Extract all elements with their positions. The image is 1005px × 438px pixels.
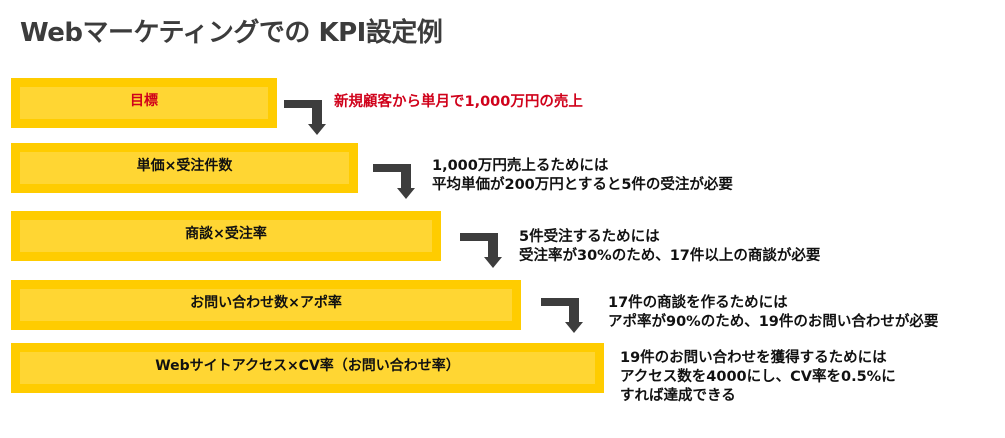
- arrow-down-right-icon: [373, 164, 415, 199]
- step-description: 17件の商談を作るためには アポ率が90%のため、19件のお問い合わせが必要: [608, 294, 938, 332]
- box-inner: [20, 289, 512, 321]
- step-label: 商談×受注率: [185, 226, 267, 242]
- kpi-step-goal: 目標: [11, 78, 277, 128]
- description-line: 新規顧客から単月で1,000万円の売上: [334, 94, 583, 110]
- box-inner: [20, 352, 595, 384]
- description-line: 17件の商談を作るためには: [608, 295, 788, 311]
- step-label: Webサイトアクセス×CV率（お問い合わせ率）: [155, 358, 460, 374]
- box-inner: [20, 152, 349, 184]
- kpi-step-negotiation: 商談×受注率: [11, 211, 441, 261]
- step-description: 新規顧客から単月で1,000万円の売上: [334, 93, 583, 112]
- description-line: すれば達成できる: [620, 388, 736, 404]
- kpi-step-unit-price: 単価×受注件数: [11, 143, 358, 193]
- box-inner: [20, 220, 432, 252]
- step-description: 5件受注するためには 受注率が30%のため、17件以上の商談が必要: [519, 228, 820, 266]
- arrow-down-right-icon: [460, 233, 502, 268]
- arrow-down-right-icon: [541, 298, 583, 333]
- step-label: 単価×受注件数: [136, 158, 233, 174]
- description-line: 1,000万円売上るためには: [432, 158, 609, 174]
- description-line: アポ率が90%のため、19件のお問い合わせが必要: [608, 314, 939, 330]
- page-title: Webマーケティングでの KPI設定例: [20, 18, 443, 48]
- step-description: 1,000万円売上るためには 平均単価が200万円とすると5件の受注が必要: [432, 157, 733, 195]
- description-line: 19件のお問い合わせを獲得するためには: [620, 350, 887, 366]
- description-line: 5件受注するためには: [519, 229, 660, 245]
- description-line: アクセス数を4000にし、CV率を0.5%に: [620, 369, 896, 385]
- arrow-down-right-icon: [284, 100, 326, 135]
- step-description: 19件のお問い合わせを獲得するためには アクセス数を4000にし、CV率を0.5…: [620, 349, 896, 406]
- description-line: 受注率が30%のため、17件以上の商談が必要: [519, 248, 821, 264]
- kpi-step-inquiries: お問い合わせ数×アポ率: [11, 280, 521, 330]
- box-inner: [20, 87, 268, 119]
- kpi-step-web-access: Webサイトアクセス×CV率（お問い合わせ率）: [11, 343, 604, 393]
- step-label: 目標: [130, 93, 158, 109]
- step-label: お問い合わせ数×アポ率: [190, 295, 342, 311]
- description-line: 平均単価が200万円とすると5件の受注が必要: [432, 177, 733, 193]
